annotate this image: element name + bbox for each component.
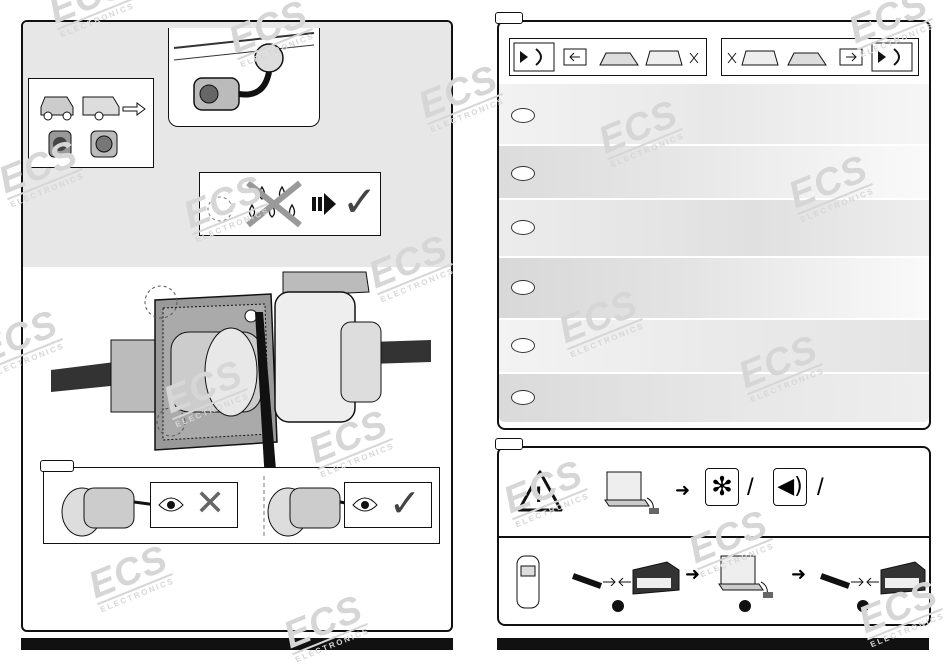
car-icon [40,96,74,121]
check-mark: ✓ [342,177,378,226]
speaker-icon: ◀) [777,474,803,499]
step-marker [511,280,535,295]
step-row-6 [499,374,929,422]
check-mark: ✓ [389,481,421,525]
socket-assembly-illustration [51,271,431,482]
right-bottom-frame: ! ➜ ✻ / ◀) / ➜ ➜ [495,438,931,626]
step-dot-1 [612,600,624,612]
right-footer-bar [497,638,929,650]
car-trailer-socket-icons [40,96,146,158]
water-drops-illustration [207,180,336,228]
speaker-icon-box: ◀) [773,468,807,506]
snowflake-icon: ✻ [711,472,733,502]
wiring-to-module-icon-2 [819,561,926,595]
step-marker [511,220,535,235]
incorrect-box: ✕ [150,482,238,528]
vehicle-socket-box [28,78,154,168]
comparison-panel: ✕ ✓ [40,460,440,544]
trailer-car-ear-speaker-icons [727,42,913,72]
step-marker [511,390,535,405]
cross-mark: ✕ [195,483,226,524]
arrow-3: ➜ [791,564,807,585]
left-footer-bar [21,638,453,650]
step-dot-2 [739,600,751,612]
step-marker [511,166,535,181]
ear-speaker-car-trailer-icons [513,42,699,72]
step-dot-3 [857,600,869,612]
step-marker [511,108,535,123]
step-row-3 [499,200,929,256]
plug-correct [267,487,365,537]
header-icons-left [509,38,707,76]
slash-1: / [747,474,754,501]
snowflake-icon-box: ✻ [705,468,739,506]
step-row-1 [499,84,929,144]
right-bottom-label-tab [495,438,523,450]
wiring-to-module-icon [571,561,680,595]
header-icons-right [721,38,919,76]
laptop-icon [604,471,659,514]
comparison-label-tab [40,460,74,472]
step-row-5 [499,320,929,372]
arrow-2: ➜ [685,564,701,585]
correct-box: ✓ [344,481,432,528]
eye-icon [158,497,184,512]
divider-line [499,536,929,538]
towbar-inset [168,28,320,127]
towbar-socket-illustration [173,32,315,111]
water-warning-box: ✓ [199,172,381,236]
plug-comparison-illustration [61,476,365,538]
step-row-2 [499,146,929,198]
laptop-icon-2 [718,555,773,598]
trailer-icon [82,96,120,121]
step-marker [511,338,535,353]
step-row-4 [499,258,929,318]
right-top-label-tab [495,12,523,24]
left-page-frame: ✓ [21,20,453,632]
eye-icon [352,497,378,512]
arrow-1: ➜ [675,480,691,501]
warning-triangle-icon [517,470,563,512]
warning-symbol: ! [535,482,543,507]
plug-incorrect [61,487,165,537]
slash-2: / [817,474,824,501]
right-top-frame [495,12,931,430]
car-top-icon [516,555,540,609]
